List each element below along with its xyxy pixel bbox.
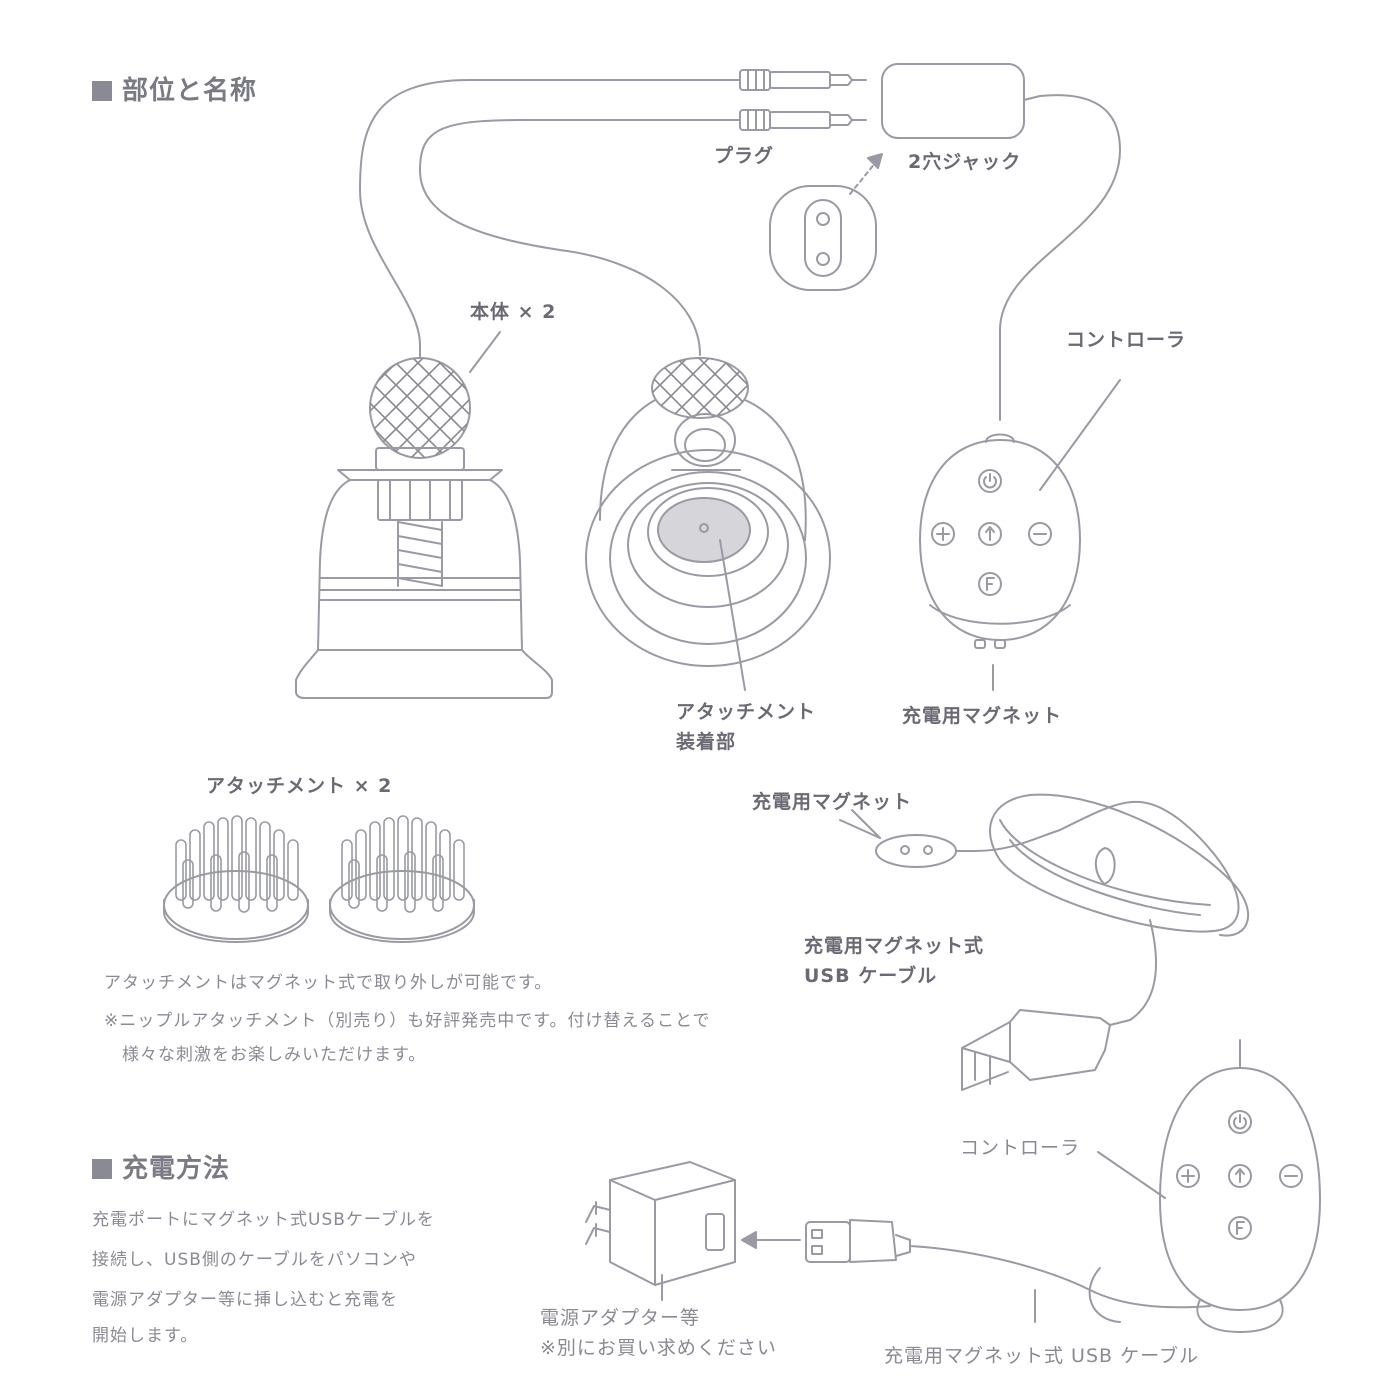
charging-text-line2: 接続し、USB側のケーブルをパソコンや (92, 1250, 417, 1270)
attachment-mount-label-line2: 装着部 (676, 731, 737, 753)
usb-cable-label-line1: 充電用マグネット式 (804, 935, 985, 957)
body-right (585, 357, 831, 691)
magnetic-usb-cable (839, 793, 1249, 1091)
plug-top (739, 69, 867, 91)
charging-magnet-label-2: 充電用マグネット (752, 791, 913, 813)
usb-cable-bottom (805, 1219, 1211, 1323)
power-adapter (585, 1161, 736, 1301)
heading-square-icon (92, 81, 112, 101)
plug-label: プラグ (714, 145, 775, 167)
controller-label: コントローラ (1066, 329, 1187, 351)
power-adapter-note: ※別にお買い求めください (540, 1337, 777, 1359)
heading-square-icon (92, 1159, 112, 1179)
body-pointer (469, 331, 501, 373)
jack-label: 2穴ジャック (908, 151, 1022, 173)
plug-bottom (739, 109, 867, 131)
attachment-note-line3: 様々な刺激をお楽しみいただけます。 (122, 1045, 427, 1065)
charge-arrow (741, 1231, 801, 1249)
jack-arrow (849, 153, 883, 195)
body-label: 本体 × 2 (470, 301, 557, 323)
attachment-note-line1: アタッチメントはマグネット式で取り外しが可能です。 (104, 973, 553, 993)
usb-cable-label-line2: USB ケーブル (804, 965, 938, 987)
parts-heading: 部位と名称 (92, 74, 257, 109)
attachment-mount-label-line1: アタッチメント (676, 701, 817, 723)
attachment-right (329, 815, 475, 943)
usb-cable-bottom-label: 充電用マグネット式 USB ケーブル (884, 1345, 1199, 1367)
power-adapter-label: 電源アダプター等 (540, 1307, 701, 1329)
charging-heading: 充電方法 (92, 1152, 230, 1187)
charging-magnet-label: 充電用マグネット (902, 705, 1063, 727)
jack-block (881, 63, 1121, 421)
jack-detail (769, 185, 877, 291)
charging-text-line3: 電源アダプター等に挿し込むと充電を (92, 1290, 398, 1310)
controller-label-2: コントローラ (960, 1137, 1081, 1159)
attachment-left (163, 815, 309, 943)
charging-text-line1: 充電ポートにマグネット式USBケーブルを (92, 1210, 435, 1230)
controller-top (919, 379, 1121, 691)
body-cable-right (419, 119, 741, 356)
body-left (295, 344, 553, 699)
charging-text-line4: 開始します。 (92, 1326, 199, 1346)
controller-bottom (1097, 1039, 1321, 1333)
magnet-pointer (851, 809, 881, 839)
attachments-label: アタッチメント × 2 (206, 775, 393, 797)
attachment-note-line2: ※ニップルアタッチメント（別売り）も好評発売中です。付け替えることで (104, 1011, 711, 1031)
body-cable-left (359, 79, 741, 346)
